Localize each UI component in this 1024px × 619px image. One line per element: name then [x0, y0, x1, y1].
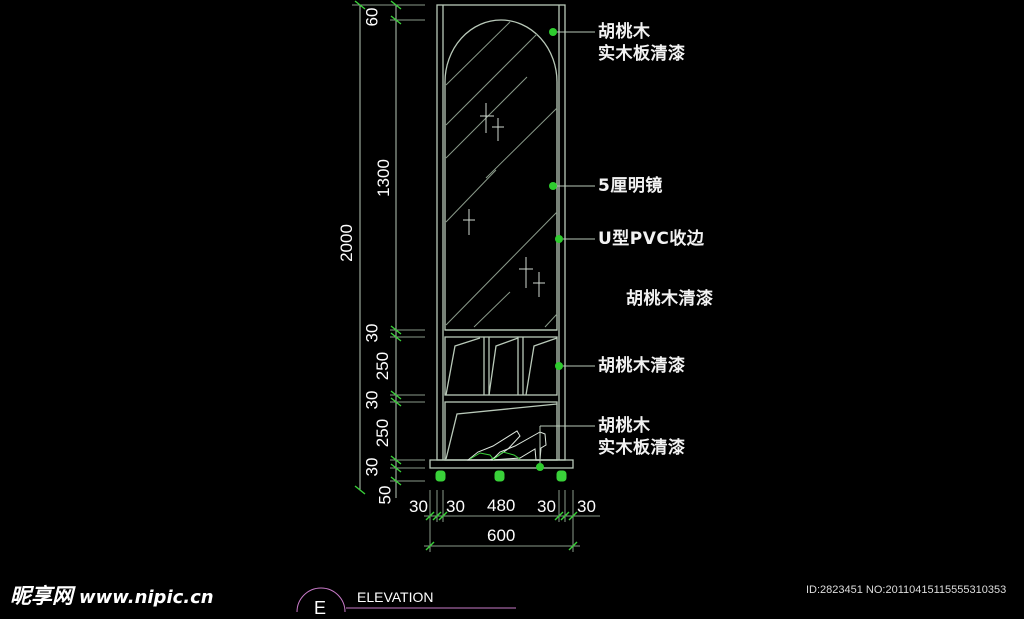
horizontal-dimension-ticks: [425, 511, 578, 551]
dim-v-30c: 30: [362, 457, 382, 477]
dim-v-30b: 30: [362, 390, 382, 410]
dim-h-30c: 30: [537, 497, 556, 516]
shelf-slant-3: [525, 337, 558, 396]
leader-dot: [549, 182, 557, 190]
watermark-brand: 昵享网: [10, 584, 73, 608]
annotation-walnut-lacquer-1: 胡桃木清漆: [626, 289, 714, 309]
dim-h-480: 480: [487, 496, 516, 515]
annotation-line: 实木板清漆: [598, 44, 686, 64]
mirror-sparkles: [463, 103, 545, 297]
dim-v-250a: 250: [373, 351, 393, 381]
leader-dot: [536, 463, 544, 471]
annotation-line: 胡桃木: [598, 416, 651, 436]
annotation-walnut-lacquer-2: 胡桃木清漆: [598, 356, 686, 376]
mirror-hatch: [445, 21, 558, 328]
leader-dot: [555, 235, 563, 243]
casters: [435, 470, 567, 482]
shoes-illustration: [466, 430, 547, 461]
annotation-walnut-board-bottom: 胡桃木 实木板清漆: [598, 415, 686, 459]
dim-v-overall: 2000: [336, 224, 356, 262]
annotation-line: 实木板清漆: [598, 438, 686, 458]
vertical-dimension-ticks: [354, 0, 402, 495]
leader-dot: [549, 28, 557, 36]
leader-dots: [536, 28, 563, 471]
lower-shelf-slant: [445, 403, 558, 460]
section-letter: E: [314, 598, 327, 618]
leader-lines: [539, 31, 595, 466]
dim-v-30a: 30: [362, 323, 382, 343]
leader-dot: [555, 362, 563, 370]
dim-v-60: 60: [362, 7, 382, 27]
shelf-slant-1: [445, 337, 481, 396]
elevation-title: ELEVATION: [357, 589, 434, 605]
base-plinth: [429, 459, 574, 469]
watermark-url: www.nipic.cn: [79, 587, 214, 608]
dim-h-30d: 30: [577, 497, 596, 516]
dim-v-1300: 1300: [373, 159, 393, 197]
annotation-walnut-board-top: 胡桃木 实木板清漆: [598, 21, 686, 65]
dim-h-30a: 30: [409, 497, 428, 516]
shelf-slant-2: [488, 337, 519, 396]
dim-h-overall: 600: [487, 526, 516, 545]
dim-v-50: 50: [375, 485, 395, 505]
upper-compartment: [444, 336, 558, 396]
dim-v-250b: 250: [373, 418, 393, 448]
dim-h-30b: 30: [446, 497, 465, 516]
elevation-callout: [296, 587, 516, 612]
annotation-pvc-edge: U型PVC收边: [598, 229, 705, 249]
watermark: 昵享网 www.nipic.cn: [10, 580, 214, 610]
annotation-line: 胡桃木: [598, 22, 651, 42]
cabinet-frame: [436, 4, 566, 461]
image-id-line: ID:2823451 NO:20110415115555310353: [806, 584, 1007, 596]
arched-mirror: [444, 19, 558, 331]
annotation-mirror: 5厘明镜: [598, 176, 663, 196]
